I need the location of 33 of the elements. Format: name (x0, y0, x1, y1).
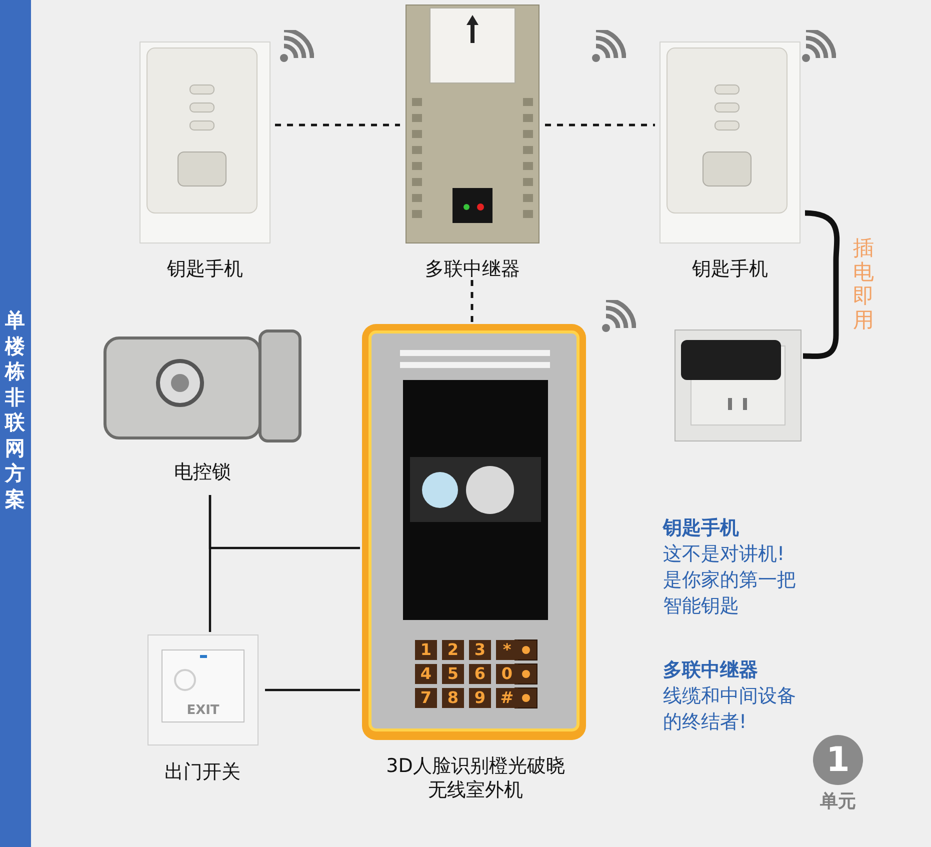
note-heading: 多联中继器 (663, 658, 759, 683)
keypad-key: 6 (469, 664, 491, 684)
device-caption: 钥匙手机 (691, 257, 769, 281)
keypad-key: 3 (469, 640, 491, 660)
edge-label: 插电即用 (853, 236, 875, 332)
keypad-key: 7 (415, 688, 437, 708)
keypad-key: # (496, 688, 518, 708)
connector-line (802, 210, 840, 359)
keypad-key: 4 (415, 664, 437, 684)
device-caption: 多联中继器 (424, 257, 521, 281)
connector-line (208, 495, 360, 550)
device-caption: 电控锁 (173, 460, 232, 484)
keypad-key: 2 (442, 640, 464, 660)
keypad-key: 1 (415, 640, 437, 660)
note-text: 线缆和中间设备的终结者! (663, 684, 797, 735)
connector-line (545, 124, 655, 126)
exit-text: EXIT (186, 703, 220, 718)
device-caption: 出门开关 (164, 760, 242, 784)
side-title: 单楼栋非联网方案 (5, 308, 26, 512)
note-text: 这不是对讲机!是你家的第一把智能钥匙 (663, 542, 797, 619)
keypad-key: 5 (442, 664, 464, 684)
connector-line (275, 124, 400, 126)
keypad-key: 9 (469, 688, 491, 708)
keypad-key: * (496, 640, 518, 660)
unit-number-badge: 1 (813, 735, 863, 785)
note-heading: 钥匙手机 (663, 516, 740, 541)
unit-label: 单元 (819, 790, 857, 813)
connector-line (470, 280, 474, 322)
keypad-key: 0 (496, 664, 518, 684)
keypad-key: 8 (442, 688, 464, 708)
connector-line (265, 688, 360, 692)
device-caption: 钥匙手机 (166, 257, 244, 281)
device-caption: 3D人脸识别橙光破晓无线室外机 (385, 754, 566, 802)
